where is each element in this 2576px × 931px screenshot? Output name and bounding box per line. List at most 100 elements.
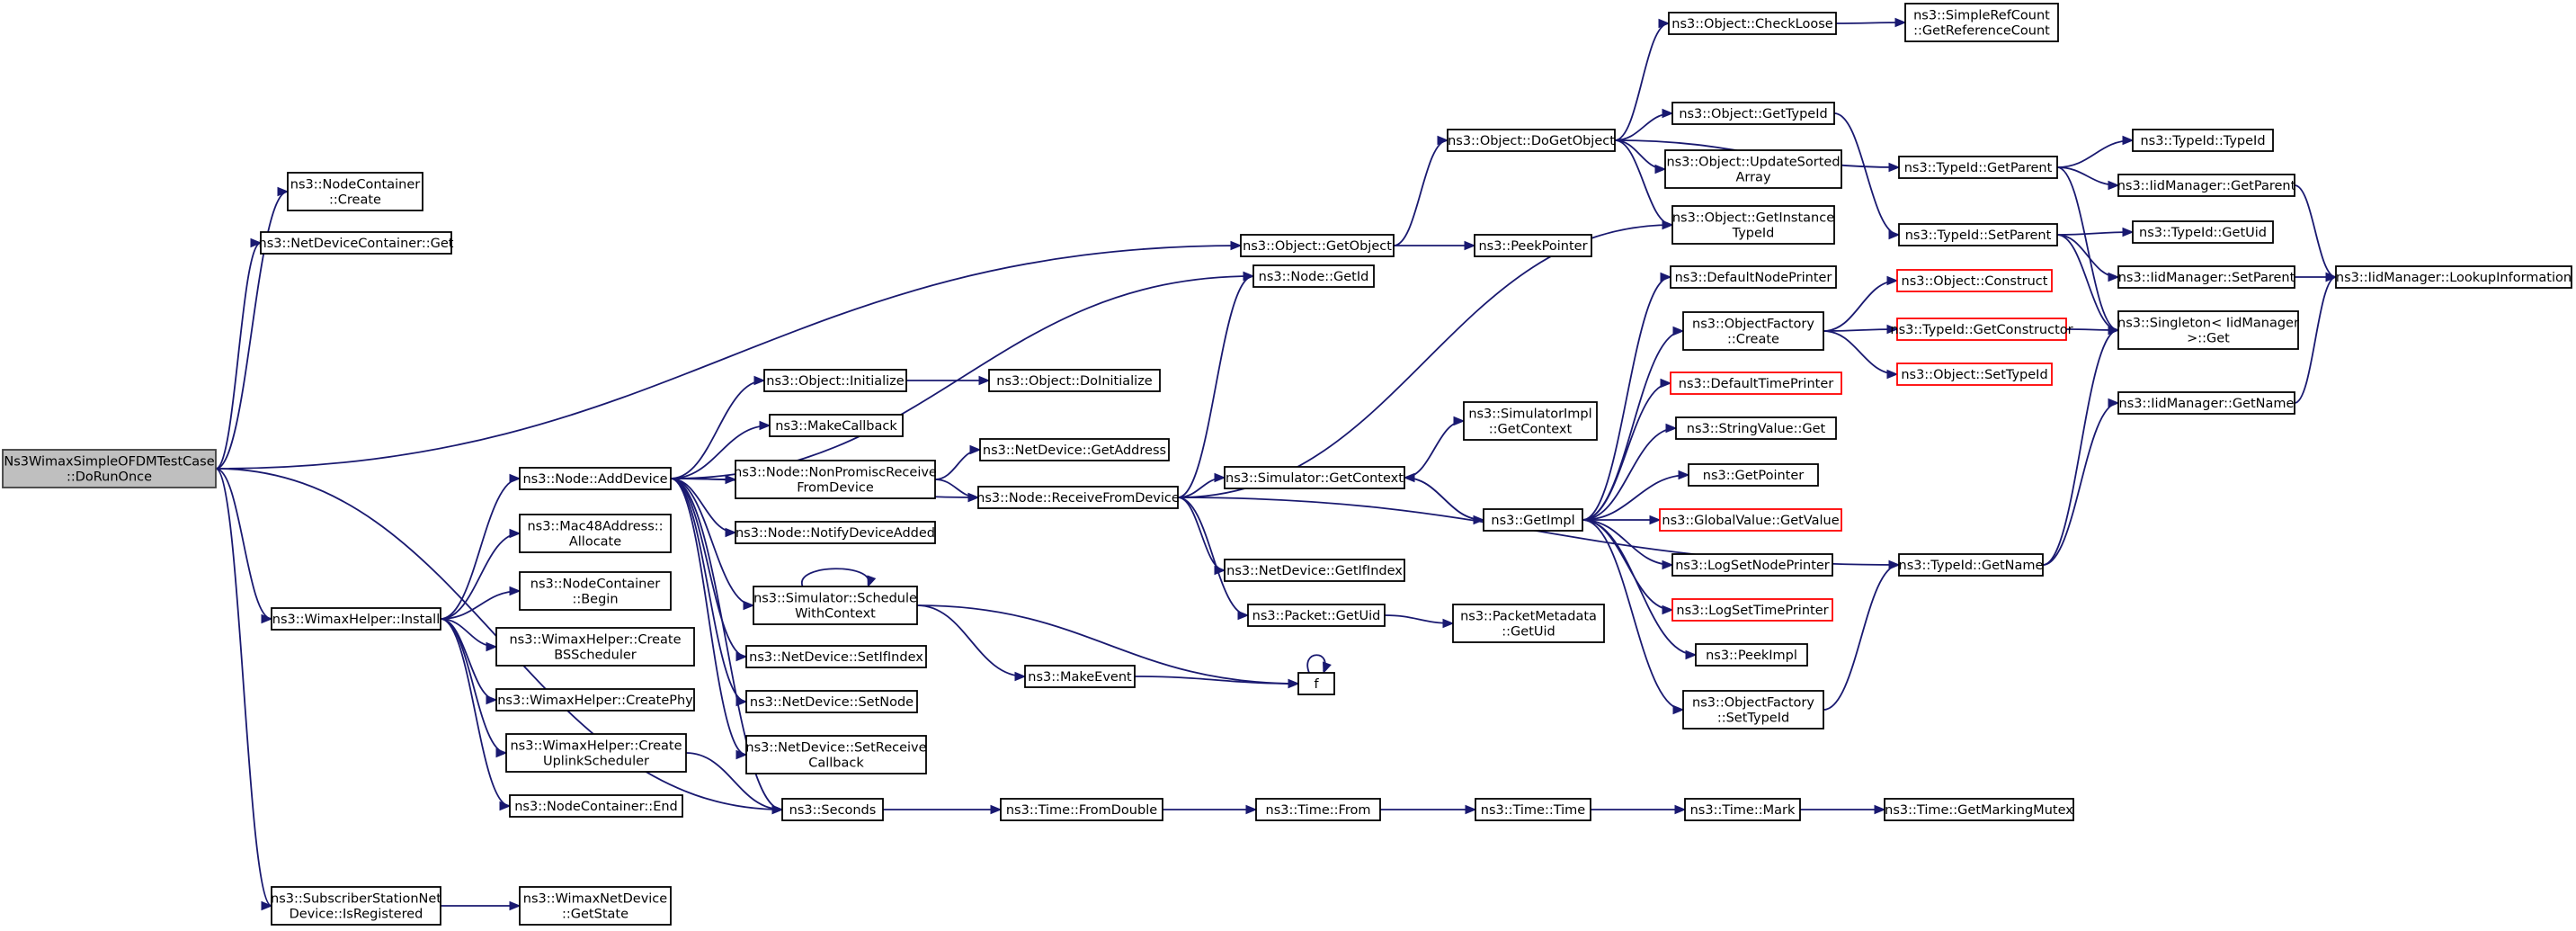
node-objfact_settypeid[interactable]: ns3::ObjectFactory::SetTypeId	[1682, 690, 1824, 730]
node-obj_construct[interactable]: ns3::Object::Construct	[1896, 269, 2053, 292]
node-nc_end[interactable]: ns3::NodeContainer::End	[509, 794, 683, 818]
node-obj_doinit[interactable]: ns3::Object::DoInitialize	[988, 369, 1161, 392]
node-label: ns3::WimaxHelper::Create	[509, 633, 681, 648]
edge-node_recv-to-pkt_getuid-arrowhead	[1237, 610, 1250, 621]
node-ndc_get[interactable]: ns3::NetDeviceContainer::Get	[259, 231, 454, 255]
node-nd_setifindex[interactable]: ns3::NetDevice::SetIfIndex	[745, 645, 927, 668]
edge-obj_dogetobject-to-obj_gettypeid	[1614, 112, 1673, 141]
edge-typeid_getname-to-iid_getname-arrowhead	[2108, 398, 2120, 408]
node-getpointer[interactable]: ns3::GetPointer	[1688, 463, 1819, 487]
edge-time_mark-to-time_getmarkmutex-arrowhead	[1874, 804, 1886, 815]
node-globalvalue_get[interactable]: ns3::GlobalValue::GetValue	[1659, 508, 1842, 532]
node-iid_setparent[interactable]: ns3::IidManager::SetParent	[2117, 265, 2295, 289]
node-box	[271, 886, 441, 926]
node-makecallback[interactable]: ns3::MakeCallback	[769, 414, 904, 437]
node-typeid_getuid[interactable]: ns3::TypeId::GetUid	[2132, 220, 2274, 244]
node-time_from[interactable]: ns3::Time::From	[1255, 798, 1381, 821]
node-label: ns3::StringValue::Get	[1687, 422, 1826, 436]
edge-node_adddevice-to-obj_init	[670, 380, 765, 479]
node-label: ns3::TypeId::GetConstructor	[1890, 323, 2072, 337]
node-simimpl_getctx[interactable]: ns3::SimulatorImpl::GetContext	[1463, 401, 1598, 441]
node-time_getmarkmutex[interactable]: ns3::Time::GetMarkingMutex	[1884, 798, 2074, 821]
node-box	[745, 735, 927, 774]
node-defnodeprinter[interactable]: ns3::DefaultNodePrinter	[1670, 265, 1837, 289]
node-node_recv[interactable]: ns3::Node::ReceiveFromDevice	[976, 486, 1180, 509]
node-ssnd_isreg[interactable]: ns3::SubscriberStationNetDevice::IsRegis…	[271, 886, 441, 926]
node-makeevent[interactable]: ns3::MakeEvent	[1024, 665, 1136, 688]
node-mac48_alloc[interactable]: ns3::Mac48Address::Allocate	[519, 514, 672, 553]
node-objfact_create[interactable]: ns3::ObjectFactory::Create	[1682, 311, 1824, 351]
edge-getimpl-to-deftimeprinter-arrowhead	[1660, 378, 1672, 389]
node-deftimeprinter[interactable]: ns3::DefaultTimePrinter	[1670, 372, 1842, 395]
node-node_adddevice[interactable]: ns3::Node::AddDevice	[519, 467, 672, 490]
node-nc_create[interactable]: ns3::NodeContainer::Create	[287, 172, 423, 211]
edge-typeid_getparent-to-singleton_get	[2056, 166, 2119, 331]
edge-time_time-to-time_mark-arrowhead	[1674, 804, 1687, 815]
node-nc_begin[interactable]: ns3::NodeContainer::Begin	[519, 571, 672, 611]
node-obj_getobject[interactable]: ns3::Object::GetObject	[1240, 234, 1395, 257]
node-typeid_getparent[interactable]: ns3::TypeId::GetParent	[1898, 156, 2058, 179]
edge-obj_checkloose-to-simplerefcount	[1835, 22, 1906, 24]
node-logsettime[interactable]: ns3::LogSetTimePrinter	[1671, 598, 1833, 622]
node-typeid_getname[interactable]: ns3::TypeId::GetName	[1898, 553, 2044, 577]
node-wh_install[interactable]: ns3::WimaxHelper::Install	[271, 607, 441, 631]
node-label: ns3::Mac48Address::	[527, 520, 663, 534]
edge-obj_dogetobject-to-obj_getinstance	[1614, 139, 1673, 226]
edge-typeid_getname-to-singleton_get-arrowhead	[2108, 325, 2120, 336]
node-label: ns3::WimaxHelper::Create	[510, 739, 682, 754]
node-sim_getcontext[interactable]: ns3::Simulator::GetContext	[1224, 466, 1405, 489]
node-obj_init[interactable]: ns3::Object::Initialize	[763, 369, 907, 392]
node-seconds[interactable]: ns3::Seconds	[781, 798, 884, 821]
node-time_fromdouble[interactable]: ns3::Time::FromDouble	[1000, 798, 1163, 821]
node-time_time[interactable]: ns3::Time::Time	[1475, 798, 1591, 821]
node-label: ns3::NetDevice::GetAddress	[983, 443, 1166, 458]
node-label: ns3::MakeCallback	[775, 419, 897, 434]
edge-root-to-obj_getobject-arrowhead	[1230, 240, 1243, 251]
node-nd_getifindex[interactable]: ns3::NetDevice::GetIfIndex	[1224, 559, 1405, 582]
node-label: ns3::LogSetTimePrinter	[1676, 604, 1828, 618]
node-obj_settypeid[interactable]: ns3::Object::SetTypeId	[1896, 363, 2053, 386]
node-label: ns3::NodeContainer	[530, 577, 660, 592]
node-obj_checkloose[interactable]: ns3::Object::CheckLoose	[1668, 12, 1837, 35]
node-nd_setnode[interactable]: ns3::NetDevice::SetNode	[745, 690, 918, 713]
node-iid_lookup[interactable]: ns3::IidManager::LookupInformation	[2335, 265, 2572, 289]
node-singleton_get[interactable]: ns3::Singleton< IidManager >::Get	[2117, 310, 2299, 350]
node-obj_gettypeid[interactable]: ns3::Object::GetTypeId	[1671, 102, 1835, 125]
node-box	[1659, 508, 1842, 532]
node-node_getid[interactable]: ns3::Node::GetId	[1252, 264, 1375, 288]
node-iid_getname[interactable]: ns3::IidManager::GetName	[2117, 391, 2295, 415]
node-wnd_getstate[interactable]: ns3::WimaxNetDevice::GetState	[519, 886, 672, 926]
node-node_notify[interactable]: ns3::Node::NotifyDeviceAdded	[735, 521, 936, 544]
node-label: ns3::Node::AddDevice	[522, 472, 667, 487]
node-getimpl[interactable]: ns3::GetImpl	[1483, 508, 1583, 532]
node-iid_getparent[interactable]: ns3::IidManager::GetParent	[2117, 174, 2296, 197]
node-logsetnode[interactable]: ns3::LogSetNodePrinter	[1671, 553, 1833, 577]
node-peekpointer[interactable]: ns3::PeekPointer	[1474, 234, 1592, 257]
node-label: ns3::Time::GetMarkingMutex	[1885, 803, 2073, 818]
node-obj_dogetobject[interactable]: ns3::Object::DoGetObject	[1447, 129, 1616, 152]
edge-objfact_create-to-obj_settypeid-arrowhead	[1886, 369, 1899, 380]
edge-sim_schedwc-to-f	[916, 604, 1299, 685]
node-typeid_typeid[interactable]: ns3::TypeId::TypeId	[2132, 129, 2274, 152]
node-pktmeta_getuid[interactable]: ns3::PacketMetadata::GetUid	[1452, 604, 1605, 643]
node-root[interactable]: Ns3WimaxSimpleOFDMTestCase::DoRunOnce	[2, 449, 217, 488]
node-nd_getaddr[interactable]: ns3::NetDevice::GetAddress	[979, 438, 1170, 461]
node-wh_createphy[interactable]: ns3::WimaxHelper::CreatePhy	[495, 688, 695, 712]
node-typeid_setparent[interactable]: ns3::TypeId::SetParent	[1898, 223, 2058, 246]
node-typeid_getctor[interactable]: ns3::TypeId::GetConstructor	[1890, 318, 2073, 341]
node-stringvalue_get[interactable]: ns3::StringValue::Get	[1675, 416, 1837, 440]
node-simplerefcount[interactable]: ns3::SimpleRefCount::GetReferenceCount	[1904, 3, 2059, 42]
edge-getimpl-to-deftimeprinter	[1582, 382, 1671, 521]
node-peekimpl[interactable]: ns3::PeekImpl	[1695, 643, 1808, 667]
node-pkt_getuid[interactable]: ns3::Packet::GetUid	[1247, 604, 1386, 627]
node-label: ns3::Node::ReceiveFromDevice	[976, 491, 1180, 506]
node-time_mark[interactable]: ns3::Time::Mark	[1684, 798, 1801, 821]
node-f[interactable]: f	[1297, 672, 1335, 695]
